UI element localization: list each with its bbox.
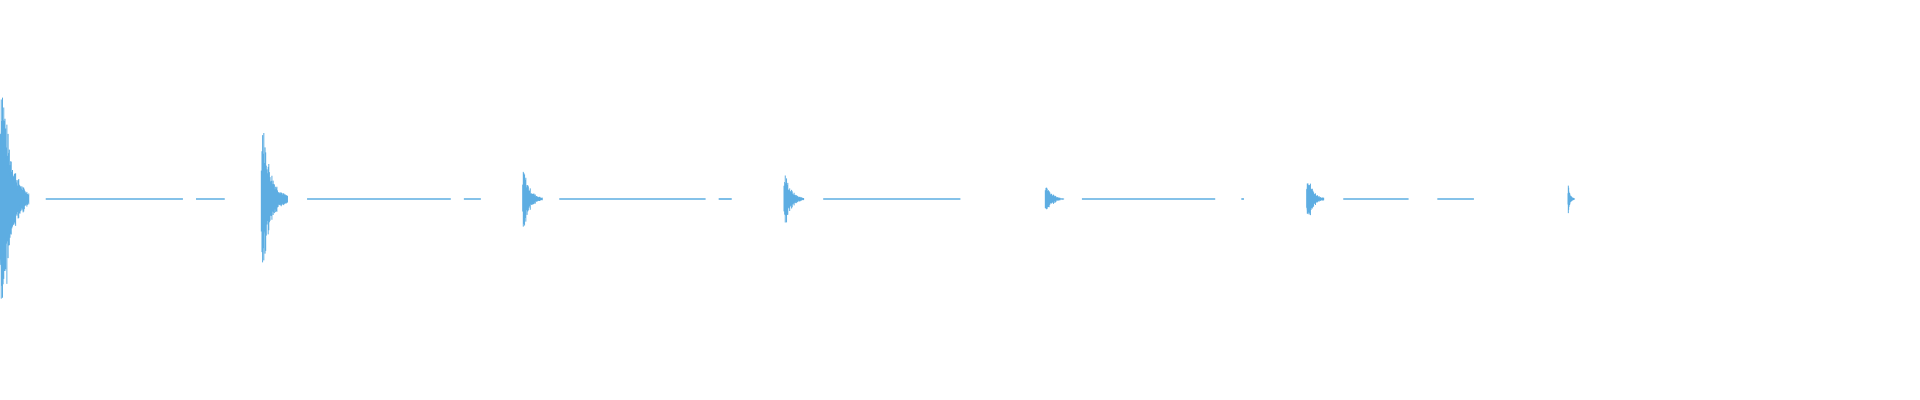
waveform-burst-core [0,122,26,276]
waveform-burst [522,171,543,227]
waveform-burst-core [1306,183,1322,215]
waveform-burst [260,133,288,263]
waveform-burst-core [522,181,541,217]
waveform-burst [783,175,805,223]
waveform-burst [1044,187,1065,210]
waveform-burst-core [1045,190,1062,208]
waveform-burst [1306,183,1325,216]
waveform-burst-core [261,155,285,243]
waveform-burst-core [784,183,802,215]
waveform-burst [1567,185,1576,214]
waveform-burst-core [1568,191,1574,207]
waveform-burst [0,97,30,299]
